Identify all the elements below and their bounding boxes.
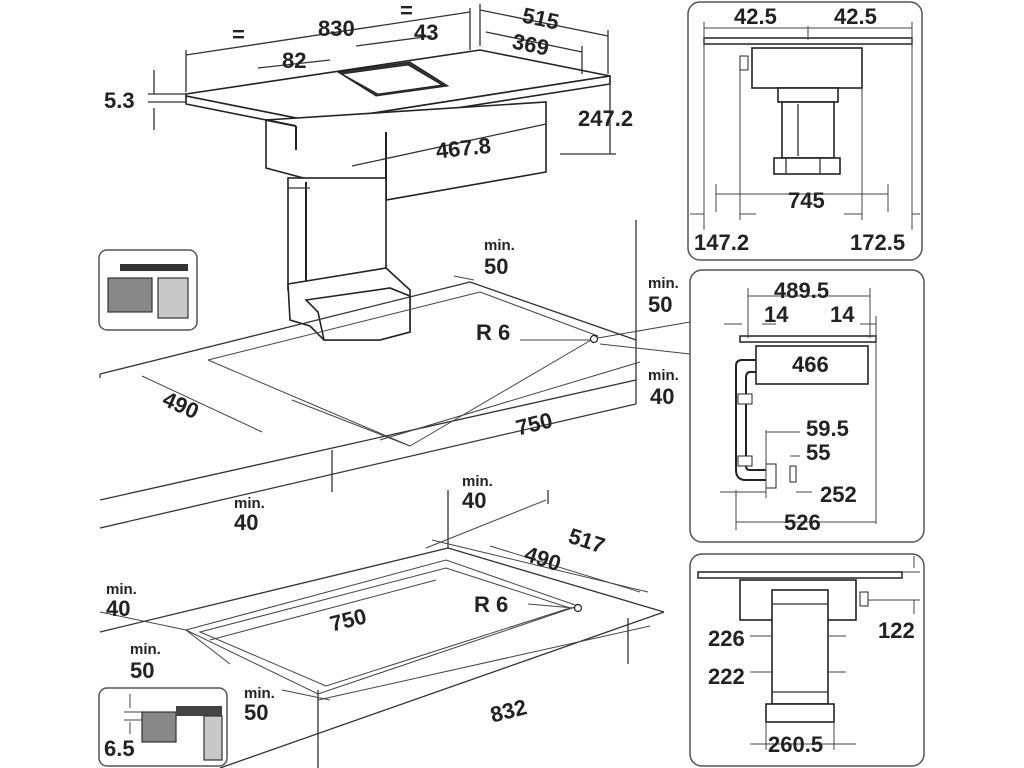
- recess-mount-icon: [98, 687, 228, 767]
- lower-clear-front-label: min.: [244, 685, 275, 702]
- front-left-offset: 42.5: [734, 4, 777, 29]
- front-right-side: 172.5: [850, 230, 905, 255]
- hob-vent-inner: [340, 64, 444, 95]
- lower-overall-width: 832: [488, 694, 530, 727]
- rear-dim-a: 226: [708, 626, 745, 651]
- dim-vent-width: 82: [282, 48, 306, 73]
- clear-side: 40: [650, 384, 674, 409]
- clear-back: 50: [484, 254, 508, 279]
- panel-front-view: [687, 1, 923, 261]
- lower-clear-back-label: min.: [462, 473, 493, 490]
- clear-right-label: min.: [648, 275, 679, 292]
- cut-width-upper: 750: [513, 407, 555, 440]
- lower-cut-width: 750: [327, 603, 369, 636]
- dim-vent-depth: 369: [510, 29, 551, 61]
- radius-upper: R 6: [476, 320, 510, 345]
- panel-rear-view: [689, 553, 925, 767]
- lower-overall-depth: 517: [565, 523, 608, 558]
- side-dim-a: 59.5: [806, 416, 849, 441]
- clear-side-label: min.: [648, 367, 679, 384]
- lower-clear-back: 40: [462, 488, 486, 513]
- radius-point-lower: [573, 603, 583, 613]
- cut-depth-upper: 490: [159, 386, 203, 424]
- clear-back-label: min.: [484, 237, 515, 254]
- side-dim-b: 55: [806, 440, 830, 465]
- cutout-outer: [184, 559, 580, 695]
- radius-point-upper: [589, 334, 599, 344]
- side-dim-c: 252: [820, 482, 857, 507]
- rear-base: 260.5: [768, 732, 823, 757]
- rear-dim-b: 122: [878, 618, 915, 643]
- worktop-cutout-upper: [99, 220, 691, 529]
- clear-right: 50: [648, 292, 672, 317]
- dim-height: 247.2: [578, 106, 633, 131]
- front-right-offset: 42.5: [834, 4, 877, 29]
- side-right-gap: 14: [830, 302, 855, 327]
- rear-dim-c: 222: [708, 664, 745, 689]
- lower-clear-left2-label: min.: [130, 641, 161, 658]
- front-span: 745: [788, 188, 825, 213]
- eq-right: =: [400, 0, 413, 23]
- side-left-gap: 14: [764, 302, 789, 327]
- clear-front-label: min.: [234, 495, 265, 512]
- lower-clear-left: 40: [106, 596, 130, 621]
- radius-lower: R 6: [474, 592, 508, 617]
- front-left-side: 147.2: [694, 230, 749, 255]
- lower-clear-left2: 50: [130, 658, 154, 683]
- side-depth: 526: [784, 510, 821, 535]
- clear-front: 40: [234, 510, 258, 535]
- hob-duct-outlet: [304, 287, 411, 341]
- side-width: 489.5: [774, 278, 829, 303]
- hob-isometric-view: [148, 4, 616, 341]
- dim-body-width: 467.8: [435, 133, 492, 164]
- lower-clear-front: 50: [244, 700, 268, 725]
- hob-body: [265, 101, 547, 201]
- dim-width: 830: [318, 16, 355, 41]
- lower-cut-depth: 490: [521, 541, 564, 576]
- side-body: 466: [792, 352, 829, 377]
- flush-mount-icon: [98, 249, 198, 331]
- dim-glass-thickness: 5.3: [104, 88, 135, 113]
- worktop-cutout-lower: [99, 490, 665, 768]
- recess-depth: 6.5: [104, 736, 135, 761]
- dim-vent-offset: 43: [414, 20, 438, 45]
- eq-left: =: [232, 22, 245, 47]
- dim-depth: 515: [520, 3, 561, 35]
- lower-clear-left-label: min.: [106, 581, 137, 598]
- panel-side-view: [689, 269, 925, 543]
